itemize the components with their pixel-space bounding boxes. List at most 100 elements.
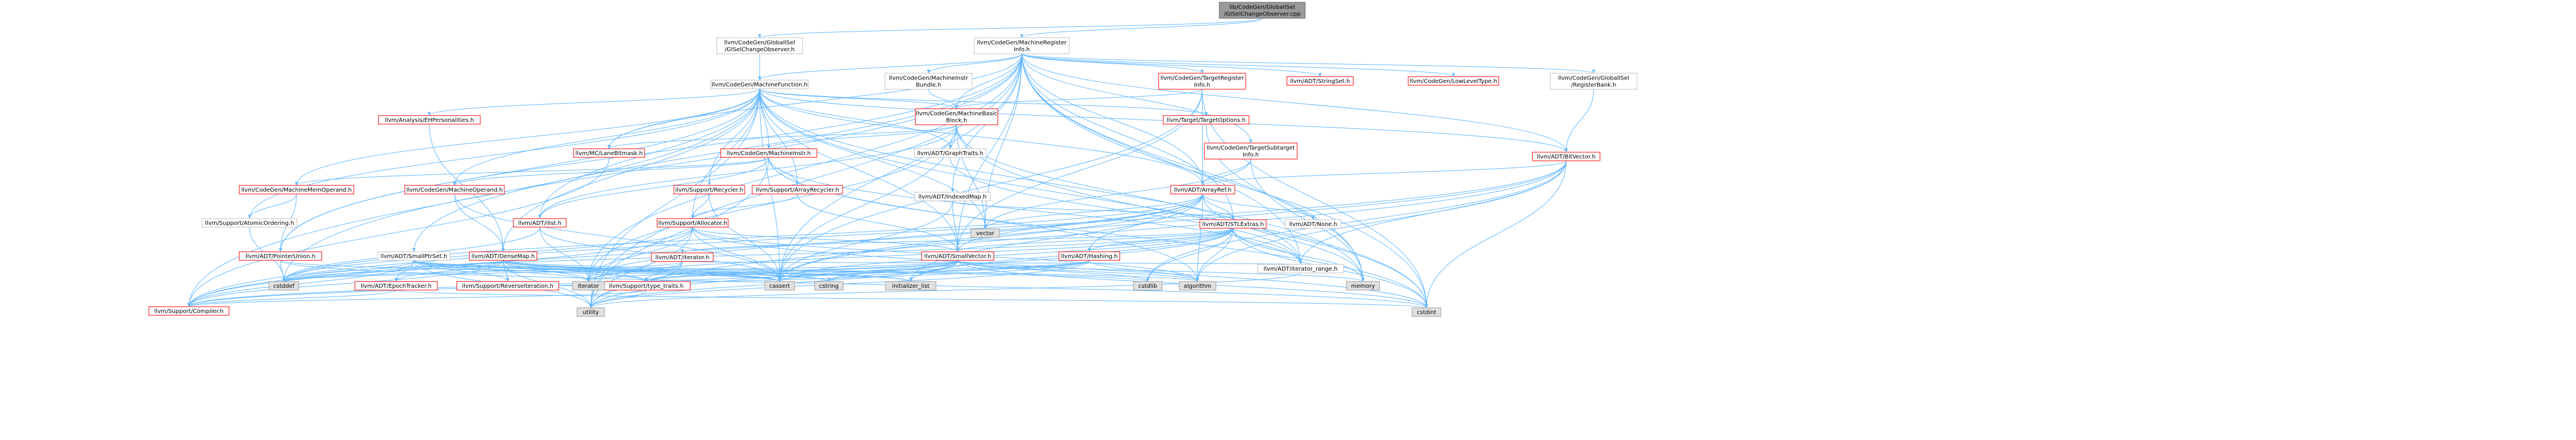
node-smallptrset-h[interactable]: llvm/ADT/SmallPtrSet.h [377,251,451,261]
include-edge-mf_h-to-pointerunion_h [279,88,760,252]
include-edge-stlextras_h-to-cstddef [282,228,1234,282]
include-edge-arrayref_h-to-compiler_h [187,193,1203,307]
node-label: llvm/ADT/PointerUnion.h [246,253,315,260]
node-mf-h[interactable]: llvm/CodeGen/MachineFunction.h [710,80,809,89]
node-atomicordering-h[interactable]: llvm/Support/AtomicOrdering.h [202,218,298,228]
include-edge-mi_h-to-mmo_h [295,157,769,186]
node-label: memory [1351,283,1375,290]
node-cstdint: cstdint [1412,307,1441,317]
include-edge-allocator_h-to-cassert [692,227,781,282]
node-label: llvm/ADT/GraphTraits.h [917,150,983,157]
node-label: llvm/ADT/ArrayRef.h [1174,187,1232,193]
include-edge-mf_h-to-recycler_h [708,88,760,186]
node-box [1058,251,1120,261]
include-edge-smallptrset_h-to-reverseiteration_h [413,260,509,282]
node-densemap-h[interactable]: llvm/ADT/DenseMap.h [469,251,538,261]
include-edge-lanebitmask_h-to-compiler_h [187,157,610,307]
node-graphtraits-h[interactable]: llvm/ADT/GraphTraits.h [914,148,987,158]
include-edge-mri_h-to-tsi_h [1021,53,1253,144]
node-mmo-h[interactable]: llvm/CodeGen/MachineMemOperand.h [239,185,354,195]
node-indexedmap-h[interactable]: llvm/ADT/IndexedMap.h [914,192,991,201]
include-edge-mf_h-to-cstdint [759,88,1428,308]
node-stringset-h[interactable]: llvm/ADT/StringSet.h [1286,76,1354,86]
node-typetraits-h[interactable]: llvm/Support/type_traits.h [602,281,691,291]
node-label: cstring [819,283,839,290]
node-label: llvm/Target/TargetOptions.h [1167,117,1246,124]
node-box [651,252,714,262]
include-edge-stlextras_h-to-iteratorrange_h [1232,228,1302,265]
node-lowleveltype-h[interactable]: llvm/CodeGen/LowLevelType.h [1408,76,1499,86]
node-label: llvm/CodeGen/LowLevelType.h [1410,78,1497,85]
node-gisel-h[interactable]: llvm/CodeGen/GlobalISel/GISelChangeObser… [716,37,803,54]
node-hashing-h[interactable]: llvm/ADT/Hashing.h [1058,251,1120,261]
node-gisel-cpp[interactable]: lib/CodeGen/GlobalISel/GISelChangeObserv… [1219,2,1306,19]
include-edge-mri_h-to-mib_h [927,53,1022,74]
include-edge-allocator_h-to-compiler_h [187,227,693,307]
include-edge-mri_h-to-vector [983,53,1022,229]
node-box [1170,185,1235,195]
node-box [573,148,645,158]
include-edge-mri_h-to-iterator [587,53,1022,282]
node-label: llvm/ADT/SmallVector.h [924,253,991,260]
node-ilist-h[interactable]: llvm/ADT/ilist.h [513,218,567,228]
node-label: llvm/Support/ArrayRecycler.h [756,187,839,193]
node-arrayref-h[interactable]: llvm/ADT/ArrayRef.h [1170,185,1235,195]
include-edge-tri_h-to-mbb_h [955,89,1203,109]
node-pointerunion-h[interactable]: llvm/ADT/PointerUnion.h [239,251,322,261]
include-edge-mf_h-to-ilist_h [538,88,760,219]
node-box [1346,281,1380,291]
include-edge-mri_h-to-stringset_h [1021,53,1322,77]
node-none-h[interactable]: llvm/ADT/None.h [1285,219,1342,229]
node-targetoptions-h[interactable]: llvm/Target/TargetOptions.h [1163,115,1250,125]
node-arrayrecycler-h[interactable]: llvm/Support/ArrayRecycler.h [752,185,843,195]
node-allocator-h[interactable]: llvm/Support/Allocator.h [657,218,729,228]
node-lanebitmask-h[interactable]: llvm/MC/LaneBitmask.h [573,148,645,158]
node-box [885,281,937,291]
node-bitvector-h[interactable]: llvm/ADT/BitVector.h [1532,152,1601,161]
node-compiler-h[interactable]: llvm/Support/Compiler.h [148,306,230,316]
node-box [513,218,567,228]
include-edge-densemap_h-to-compiler_h [187,260,504,307]
include-edge-stlextras_h-to-algorithm [1196,228,1234,282]
node-box [814,281,844,291]
include-edge-arrayref_h-to-none_h [1202,193,1315,220]
node-label: llvm/ADT/EpochTracker.h [361,283,432,290]
include-edge-densemap_h-to-iterator [503,260,590,282]
node-smallvector-h[interactable]: llvm/ADT/SmallVector.h [921,251,994,261]
node-mi-h[interactable]: llvm/CodeGen/MachineInstr.h [720,148,817,158]
node-mo-h[interactable]: llvm/CodeGen/MachineOperand.h [404,185,505,195]
node-label: llvm/Support/Compiler.h [154,308,223,315]
include-edge-hashing_h-to-cstring [827,260,1090,282]
node-eh-h[interactable]: llvm/Analysis/EHPersonalities.h [378,115,481,125]
node-recycler-h[interactable]: llvm/Support/Recycler.h [673,185,745,195]
node-label: llvm/ADT/None.h [1289,221,1337,228]
include-edge-iteratorrange_h-to-utility [589,272,1301,308]
node-stlextras-h[interactable]: llvm/ADT/STLExtras.h [1199,219,1267,229]
node-box [1199,219,1267,229]
node-box [239,185,354,195]
node-box [148,306,230,316]
include-edge-typetraits_h-to-utility [589,290,647,308]
include-edge-arrayref_h-to-stlextras_h [1202,193,1235,220]
node-iteratorrange-h[interactable]: llvm/ADT/iterator_range.h [1257,264,1344,273]
node-iterator-h[interactable]: llvm/ADT/iterator.h [651,252,714,262]
include-edge-mri_h-to-rb_h [1021,53,1595,74]
node-box [1204,142,1298,160]
include-edge-mi_h-to-utility [589,157,769,308]
include-edge-bitvector_h-to-cassert [778,160,1567,282]
include-edge-mib_h-to-mbb_h [928,89,958,109]
include-edge-densemap_h-to-typetraits_h [503,260,648,282]
include-edge-ilist_h-to-iterator [539,227,590,282]
node-box [970,228,1000,238]
node-reverseiteration-h[interactable]: llvm/Support/ReverseIteration.h [456,281,559,291]
node-box [710,80,809,89]
include-edge-bitvector_h-to-arrayref_h [1201,160,1567,186]
include-edge-smallvector_h-to-cstdlib [957,260,1149,282]
node-epochtracker-h[interactable]: llvm/ADT/EpochTracker.h [354,281,438,291]
node-rb-h[interactable]: llvm/CodeGen/GlobalISel/RegisterBank.h [1550,73,1638,90]
